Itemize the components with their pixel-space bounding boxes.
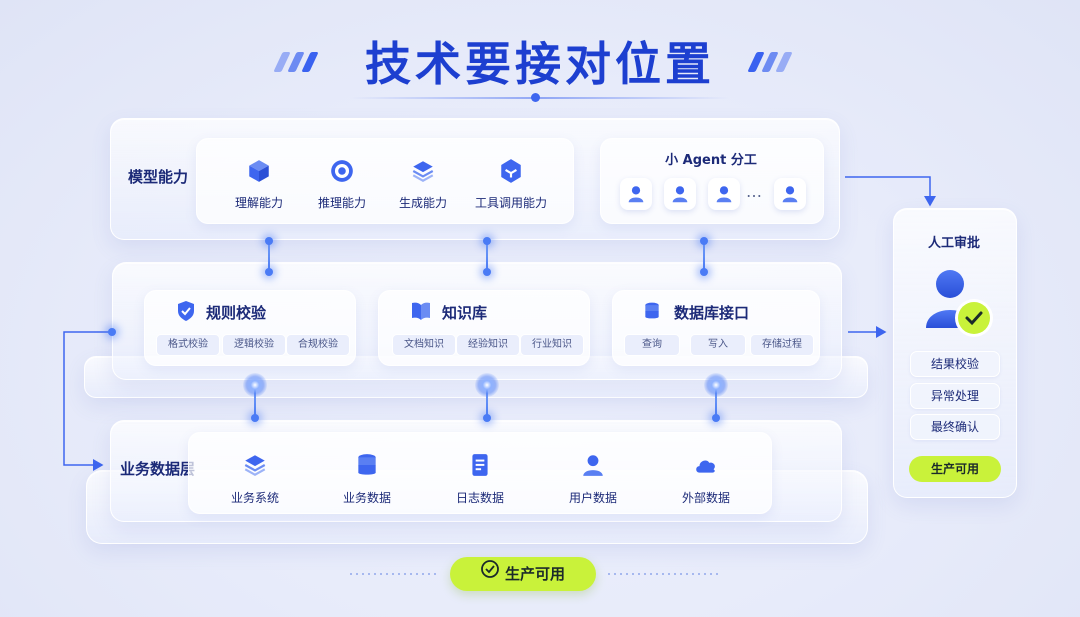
connector-node (700, 268, 708, 276)
agent-avatar-4[interactable] (774, 178, 806, 210)
agent-panel-title: 小 Agent 分工 (665, 153, 757, 168)
capability-label: 工具调用能力 (474, 196, 547, 210)
capability-label: 理解能力 (234, 196, 283, 210)
capability-label: 推理能力 (317, 196, 366, 210)
layers-icon (412, 161, 434, 182)
connector-node (712, 414, 720, 422)
approved-check-icon (958, 302, 990, 334)
module-database-title: 数据库接口 (674, 304, 750, 322)
agent-ellipsis: … (746, 182, 762, 201)
chip-compliance-check: 合规校验 (286, 334, 350, 356)
connector-glow (243, 373, 267, 397)
check-circle-icon (481, 556, 499, 590)
user-icon (628, 186, 644, 203)
business-item-label: 日志数据 (455, 491, 504, 505)
connector-node (700, 237, 708, 245)
hexagon-tool-icon (501, 159, 521, 183)
review-panel-title: 人工审批 (927, 236, 980, 251)
business-item-system[interactable]: 业务系统 (210, 452, 300, 506)
title-divider (350, 97, 730, 99)
chip-industry-knowledge: 行业知识 (520, 334, 584, 356)
shield-check-icon (178, 301, 194, 321)
business-item-label: 用户数据 (568, 491, 617, 505)
user-icon (782, 186, 798, 203)
title-divider-dot (531, 93, 540, 102)
chip-format-check: 格式校验 (156, 334, 220, 356)
agent-avatar-3[interactable] (708, 178, 740, 210)
arrow-loop-to-business (63, 331, 112, 471)
connector-middle-business-3 (715, 384, 717, 420)
connector-model-middle-3 (703, 240, 705, 272)
user-icon (583, 455, 603, 476)
database-icon (358, 454, 376, 475)
connector-middle-business-2 (486, 384, 488, 420)
capability-understanding[interactable]: 理解能力 (214, 158, 304, 211)
connector-node (483, 268, 491, 276)
document-icon (472, 454, 488, 476)
chip-write: 写入 (690, 334, 746, 356)
connector-glow (704, 373, 728, 397)
business-layer-label: 业务数据层 (120, 460, 196, 478)
chip-doc-knowledge: 文档知识 (392, 334, 456, 356)
connector-node (251, 414, 259, 422)
chip-logic-check: 逻辑校验 (222, 334, 286, 356)
capability-reasoning[interactable]: 推理能力 (297, 158, 387, 211)
connector-glow (475, 373, 499, 397)
production-ready-label: 生产可用 (504, 565, 565, 583)
agent-avatar-2[interactable] (664, 178, 696, 210)
module-rules-title: 规则校验 (206, 304, 267, 322)
agent-avatar-1[interactable] (620, 178, 652, 210)
connector-node (108, 328, 116, 336)
connector-model-middle-1 (268, 240, 270, 272)
connector-node (483, 414, 491, 422)
book-icon (412, 302, 430, 320)
capability-tool-calling[interactable]: 工具调用能力 (466, 158, 556, 211)
review-step-final-confirm: 最终确认 (910, 414, 1000, 440)
chip-experience-knowledge: 经验知识 (456, 334, 520, 356)
connector-node (265, 237, 273, 245)
arrow-model-to-review (845, 176, 936, 207)
chip-query: 查询 (624, 334, 680, 356)
user-icon (672, 186, 688, 203)
business-item-label: 业务系统 (230, 491, 279, 505)
model-layer-label: 模型能力 (128, 168, 189, 186)
business-item-external[interactable]: 外部数据 (661, 452, 751, 506)
business-item-label: 业务数据 (342, 491, 391, 505)
production-ready-badge[interactable]: 生产可用 (450, 557, 596, 591)
review-step-result-check: 结果校验 (910, 351, 1000, 377)
review-production-badge: 生产可用 (909, 456, 1001, 482)
page-title: 技术要接对位置 (365, 37, 715, 91)
connector-model-middle-2 (486, 240, 488, 272)
review-step-exception-handling: 异常处理 (910, 383, 1000, 409)
connector-node (483, 237, 491, 245)
cloud-icon (696, 460, 715, 473)
target-icon (331, 160, 353, 182)
database-icon (645, 302, 659, 319)
connector-middle-business-1 (254, 384, 256, 420)
business-item-users[interactable]: 用户数据 (548, 452, 638, 506)
capability-generation[interactable]: 生成能力 (378, 158, 468, 211)
cube-icon (249, 160, 269, 182)
business-item-label: 外部数据 (681, 491, 730, 505)
user-icon (716, 186, 732, 203)
module-knowledge-title: 知识库 (442, 304, 488, 322)
business-item-logs[interactable]: 日志数据 (435, 452, 525, 506)
connector-node (265, 268, 273, 276)
capability-label: 生成能力 (398, 196, 447, 210)
business-item-data[interactable]: 业务数据 (322, 452, 412, 506)
chip-stored-procedure: 存储过程 (750, 334, 814, 356)
layers-icon (244, 455, 266, 476)
